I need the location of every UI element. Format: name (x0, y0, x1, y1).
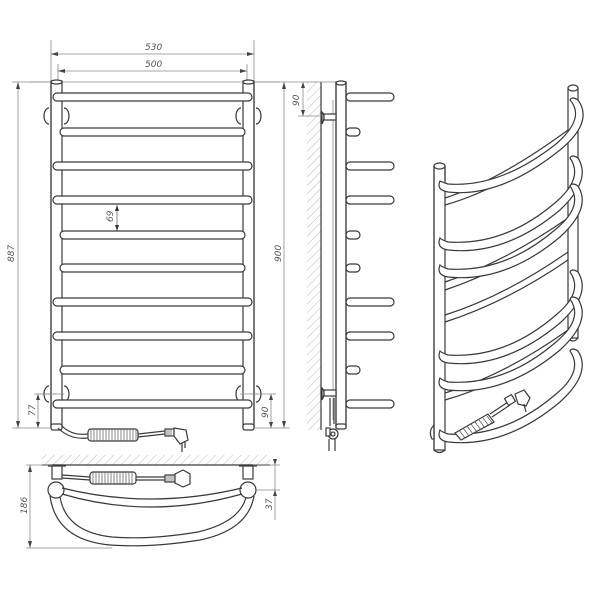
iso-curved-rungs (438, 97, 584, 444)
side-view: 90 (292, 80, 395, 451)
rung-long (52, 297, 253, 307)
dimension-label-500: 500 (145, 60, 162, 70)
dimension-rung-gap: 69 (106, 205, 119, 231)
left-post-top (47, 481, 65, 499)
dimension-wall-clearance: 37 (253, 459, 280, 520)
rung-long (52, 331, 253, 341)
side-rung-long (345, 331, 395, 341)
dimension-label-37: 37 (265, 498, 275, 510)
rung-long (52, 195, 253, 205)
side-rung-short (345, 127, 361, 137)
dimension-label-90-top: 90 (292, 94, 302, 106)
dimension-label-900: 900 (274, 245, 284, 262)
dimension-label-77: 77 (28, 404, 38, 416)
rung-short (59, 263, 246, 273)
side-rung-short (345, 263, 361, 273)
side-rung-long (345, 92, 395, 102)
front-view: 530 500 (7, 40, 300, 452)
power-cable (57, 425, 189, 452)
side-plug (325, 398, 339, 451)
dimension-bottom-mount: 90 (254, 394, 290, 429)
rung-long (52, 161, 253, 171)
side-rung-long (345, 161, 395, 171)
side-rung-long (345, 195, 395, 205)
isometric-view (429, 84, 584, 454)
iso-plug-icon (514, 389, 531, 407)
dimension-label-530: 530 (145, 43, 162, 53)
iso-left-post (433, 165, 446, 451)
right-post-top (239, 481, 257, 499)
side-rung-short (345, 230, 361, 240)
wall-hatch (307, 82, 321, 430)
dimension-depth: 186 (20, 464, 112, 549)
rung-short (59, 230, 246, 240)
dimension-label-90-bottom: 90 (261, 406, 271, 418)
rung-long (52, 399, 253, 409)
side-rung-long (345, 297, 395, 307)
dimension-label-186: 186 (20, 497, 30, 514)
dimension-label-69: 69 (106, 210, 116, 222)
plug-top-icon (174, 469, 191, 488)
front-rungs (52, 92, 253, 409)
top-view: 186 37 (20, 455, 280, 549)
side-rung-short (345, 365, 361, 375)
plug-grip (164, 428, 175, 437)
side-rungs (345, 92, 395, 409)
side-post (335, 81, 347, 429)
dimension-center-height: 900 (254, 81, 300, 428)
side-rung-long (345, 399, 395, 409)
dimension-label-887: 887 (7, 245, 17, 262)
rung-short (59, 365, 246, 375)
dimension-top-mount: 90 (292, 81, 340, 117)
dimension-overall-height: 887 (7, 81, 51, 429)
plug-icon (173, 427, 189, 445)
iso-power-cable (454, 389, 531, 441)
rung-long (52, 92, 253, 102)
cable-coil (87, 428, 139, 442)
rung-short (59, 127, 246, 137)
wall-hatch-top (42, 455, 270, 465)
dimension-center-width: 500 (57, 60, 248, 80)
